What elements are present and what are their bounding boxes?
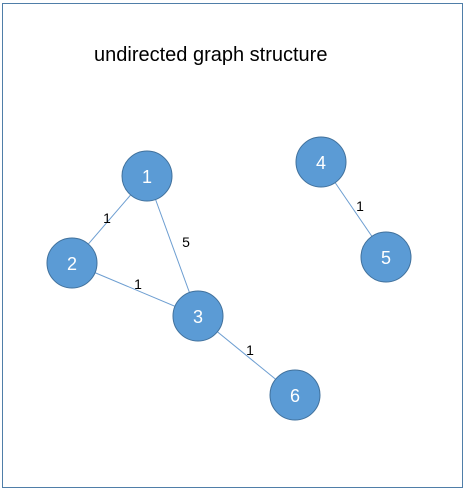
node-4: 4 (295, 136, 347, 188)
node-circle-1 (121, 150, 173, 202)
edges-group (71, 161, 387, 396)
node-label-3: 3 (193, 307, 203, 327)
node-3: 3 (172, 290, 224, 342)
node-1: 1 (121, 150, 173, 202)
node-6: 6 (269, 369, 321, 421)
node-label-4: 4 (316, 153, 326, 173)
edge-weight-1-3: 5 (182, 234, 190, 250)
node-circle-2 (46, 237, 98, 289)
node-circle-4 (295, 136, 347, 188)
node-label-1: 1 (142, 167, 152, 187)
edge-weight-3-6: 1 (246, 342, 254, 358)
node-circle-5 (360, 231, 412, 283)
diagram-title: undirected graph structure (94, 44, 328, 66)
node-circle-3 (172, 290, 224, 342)
node-2: 2 (46, 237, 98, 289)
node-circle-6 (269, 369, 321, 421)
node-label-2: 2 (67, 254, 77, 274)
edge-weight-4-5: 1 (356, 198, 364, 214)
edge-weight-2-3: 1 (134, 276, 142, 292)
nodes-group: 1 2 3 4 5 6 (46, 136, 412, 421)
edge-weight-1-2: 1 (103, 210, 111, 226)
node-label-6: 6 (290, 386, 300, 406)
edge-weights-group: 1 5 1 1 1 (103, 198, 364, 358)
node-label-5: 5 (381, 248, 391, 268)
node-5: 5 (360, 231, 412, 283)
